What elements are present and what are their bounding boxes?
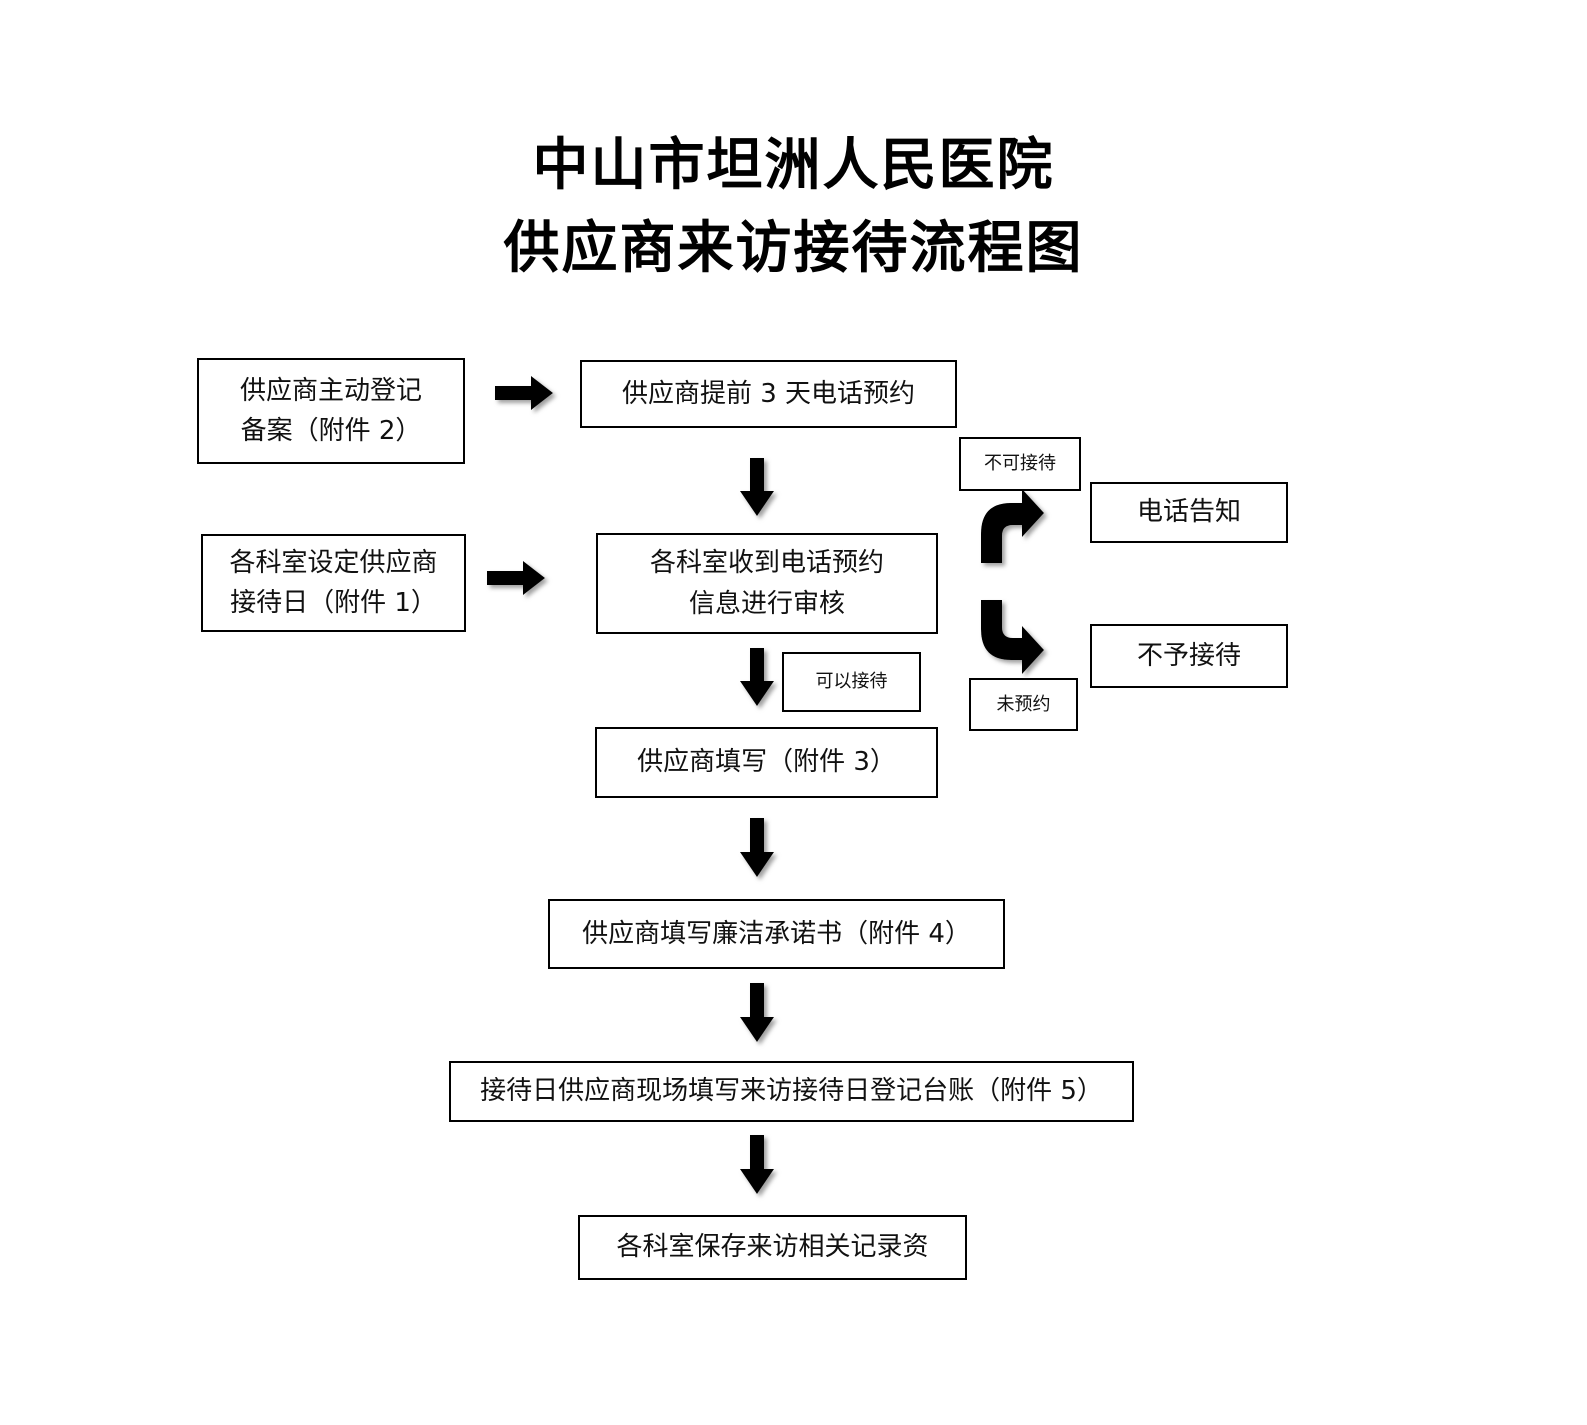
title-line-2: 供应商来访接待流程图 [503, 215, 1084, 281]
down-arrow-5 [740, 1135, 774, 1194]
appointment-text: 供应商提前 3 天电话预约 [621, 378, 916, 409]
curved-arrow-down-right [981, 600, 1044, 674]
register-box: 供应商主动登记 备案（附件 2） [197, 358, 465, 464]
no-reception-text: 不予接待 [1136, 640, 1241, 671]
notify-phone-text: 电话告知 [1136, 497, 1241, 528]
right-arrow-register [495, 376, 553, 410]
integrity-pledge-text: 供应商填写廉洁承诺书（附件 4） [582, 918, 971, 949]
fill-form-text: 供应商填写（附件 3） [637, 747, 896, 778]
can-receive-label: 可以接待 [782, 652, 921, 712]
cannot-receive-text: 不可接待 [984, 453, 1056, 475]
down-arrow-1 [740, 458, 774, 516]
appointment-box: 供应商提前 3 天电话预约 [580, 360, 957, 428]
ledger-text: 接待日供应商现场填写来访接待日登记台账（附件 5） [480, 1076, 1103, 1107]
review-text: 各科室收到电话预约 信息进行审核 [649, 548, 884, 619]
can-receive-text: 可以接待 [815, 671, 888, 693]
right-arrow-set-day [487, 561, 545, 595]
cannot-receive-label: 不可接待 [959, 437, 1081, 491]
ledger-box: 接待日供应商现场填写来访接待日登记台账（附件 5） [449, 1061, 1134, 1122]
set-reception-day-text: 各科室设定供应商 接待日（附件 1） [229, 547, 438, 618]
archive-box: 各科室保存来访相关记录资 [578, 1215, 967, 1280]
set-reception-day-box: 各科室设定供应商 接待日（附件 1） [201, 534, 466, 632]
down-arrow-4 [740, 983, 774, 1042]
down-arrow-3 [740, 818, 774, 877]
no-appointment-text: 未预约 [996, 693, 1051, 715]
review-box: 各科室收到电话预约 信息进行审核 [596, 533, 938, 634]
fill-form-box: 供应商填写（附件 3） [595, 727, 938, 798]
notify-phone-box: 电话告知 [1090, 482, 1288, 543]
register-text: 供应商主动登记 备案（附件 2） [239, 375, 422, 446]
down-arrow-2 [740, 648, 774, 706]
curved-arrow-up-right [981, 489, 1044, 563]
no-reception-box: 不予接待 [1090, 624, 1288, 688]
title-line-1: 中山市坦洲人民医院 [532, 132, 1055, 198]
archive-text: 各科室保存来访相关记录资 [616, 1232, 929, 1263]
no-appointment-label: 未预约 [969, 678, 1078, 731]
integrity-pledge-box: 供应商填写廉洁承诺书（附件 4） [548, 899, 1005, 969]
